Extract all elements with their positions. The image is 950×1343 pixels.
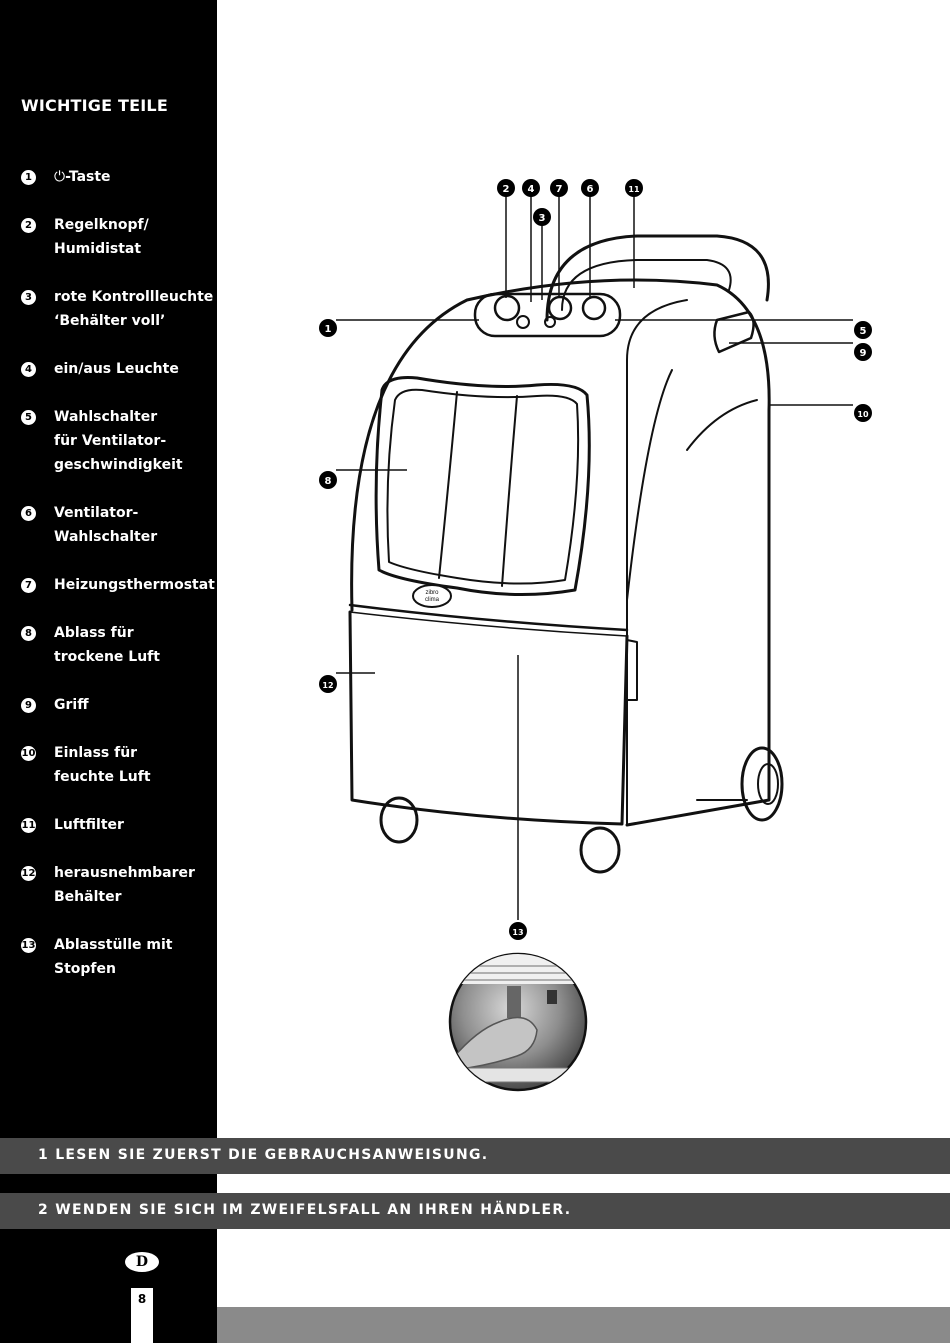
part-number: 1 [21,170,36,185]
sidebar: WICHTIGE TEILE 1 ⏻-Taste 2 Regelknopf/ H… [0,0,217,1343]
part-label: Einlass für feuchte Luft [54,745,151,785]
section-title: WICHTIGE TEILE [21,96,168,115]
part-number: 11 [21,818,36,833]
callout-3: 3 [533,208,551,226]
svg-text:1: 1 [325,324,332,335]
part-number: 10 [21,746,36,761]
part-label: Wahlschalter für Ventilator-geschwindigk… [54,409,183,473]
part-label: ein/aus Leuchte [54,361,179,377]
part-number: 8 [21,626,36,641]
callout-7: 7 [550,179,568,197]
callout-12: 12 [319,675,337,693]
part-label: Ablass für trockene Luft [54,625,160,665]
part-label: Ventilator-Wahlschalter [54,505,158,545]
part-label: rote Kontrollleuchte ‘Behälter voll’ [54,289,214,329]
instruction-band-1: 1 LESEN SIE ZUERST DIE GEBRAUCHSANWEISUN… [0,1138,950,1174]
callout-4: 4 [522,179,540,197]
page-tab: 8 [131,1288,153,1343]
logo-text-line: clima [425,597,440,603]
svg-text:6: 6 [587,184,594,195]
callout-8: 8 [319,471,337,489]
callout-9: 9 [854,343,872,361]
part-label: Ablasstülle mit Stopfen [54,937,173,977]
part-number: 2 [21,218,36,233]
svg-text:3: 3 [539,213,546,224]
part-label: -Taste [65,169,111,185]
part-number: 6 [21,506,36,521]
part-number: 5 [21,410,36,425]
footer-bar [217,1307,950,1343]
language-badge: D [125,1252,159,1272]
part-label: Heizungsthermostat [54,577,215,593]
instruction-text: 2 WENDEN SIE SICH IM ZWEIFELSFALL AN IHR… [38,1202,572,1218]
svg-text:2: 2 [503,184,510,195]
part-number: 7 [21,578,36,593]
part-label: herausnehmbarer Behälter [54,865,195,905]
part-label: Regelknopf/ Humidistat [54,217,149,257]
callout-6: 6 [581,179,599,197]
zibro-logo [412,584,452,608]
part-label: Luftfilter [54,817,124,833]
drain-spout-photo [448,952,588,1092]
svg-text:5: 5 [860,326,867,337]
callout-13: 13 [509,922,527,940]
part-label: Griff [54,697,89,713]
page-number: 8 [137,1292,147,1306]
part-number: 9 [21,698,36,713]
svg-text:10: 10 [857,410,869,419]
svg-text:13: 13 [512,928,523,937]
power-icon: ⏻ [54,169,66,185]
callout-10: 10 [854,404,872,422]
logo-text-line: zibro [425,590,439,596]
callout-5: 5 [854,321,872,339]
part-number: 13 [21,938,36,953]
svg-text:8: 8 [325,476,332,487]
callout-11: 11 [625,179,643,197]
instruction-band-2: 2 WENDEN SIE SICH IM ZWEIFELSFALL AN IHR… [0,1193,950,1229]
svg-text:11: 11 [628,185,640,194]
instruction-text: 1 LESEN SIE ZUERST DIE GEBRAUCHSANWEISUN… [38,1147,489,1163]
part-number: 12 [21,866,36,881]
svg-text:12: 12 [322,681,333,690]
svg-text:7: 7 [556,184,563,195]
callout-2: 2 [497,179,515,197]
callout-1: 1 [319,319,337,337]
svg-text:4: 4 [528,184,535,195]
dehumidifier-illustration: zibro clima 2 4 7 6 11 3 1 5 9 10 8 12 1… [319,179,872,1092]
svg-text:9: 9 [860,348,867,359]
part-number: 4 [21,362,36,377]
part-number: 3 [21,290,36,305]
